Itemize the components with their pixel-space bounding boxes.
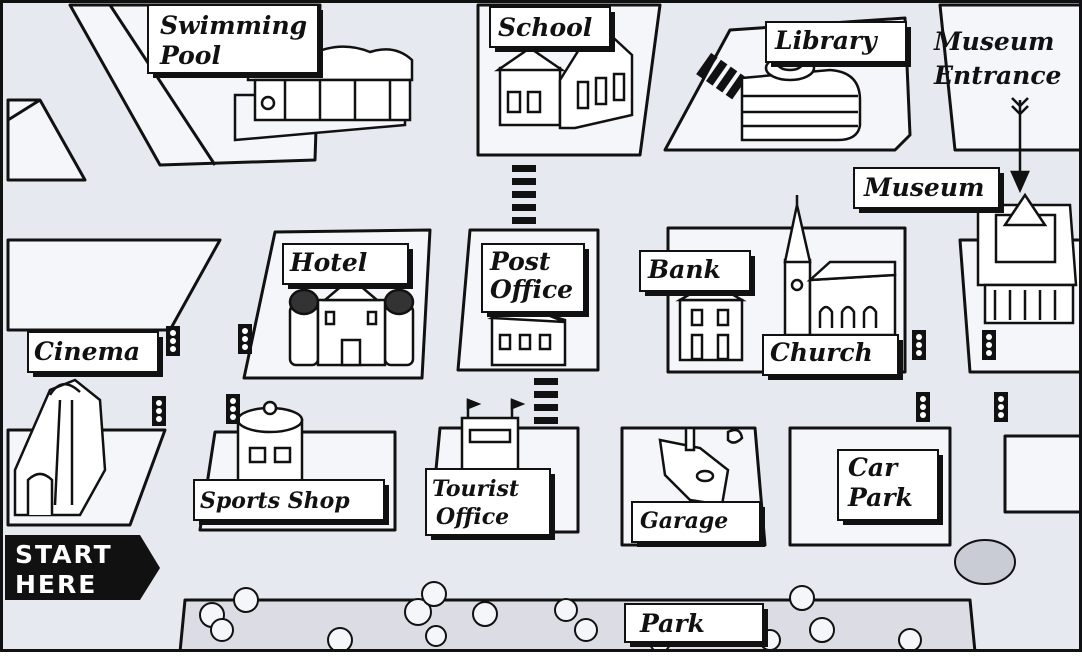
label-hotel: Hotel: [282, 243, 413, 289]
label-sports-shop-text: Sports Shop: [200, 488, 350, 514]
sports-shop-building: [236, 400, 304, 490]
pond-icon: [954, 539, 1016, 585]
start-here-line1: START: [15, 540, 113, 569]
label-car-park-line2: Park: [847, 483, 913, 512]
label-cinema-text: Cinema: [34, 337, 140, 366]
label-park: Park: [624, 603, 768, 647]
tree-icon: [472, 601, 498, 627]
traffic-light-icon: [152, 396, 166, 426]
traffic-light-icon: [166, 326, 180, 356]
label-garage-text: Garage: [640, 508, 728, 534]
start-here-marker[interactable]: START HERE: [5, 535, 160, 600]
label-park-text: Park: [639, 609, 705, 638]
library-building: [740, 54, 862, 142]
label-bank-text: Bank: [647, 255, 721, 284]
museum-building: [976, 192, 1078, 325]
label-museum: Museum: [853, 167, 1004, 213]
label-car-park: Car Park: [837, 449, 943, 525]
label-museum-entrance-line2: Entrance: [933, 61, 1061, 90]
traffic-light-icon: [982, 330, 996, 360]
traffic-light-icon: [238, 324, 252, 354]
block-museum-entrance: [938, 3, 1082, 152]
label-school: School: [489, 6, 615, 52]
traffic-light-icon: [912, 330, 926, 360]
school-building: [493, 28, 634, 130]
crosswalk-icon: [512, 165, 536, 224]
label-swimming-pool-line1: Swimming: [160, 11, 307, 40]
label-museum-entrance-line1: Museum: [933, 27, 1054, 56]
block-cinema: [6, 238, 222, 332]
label-museum-text: Museum: [863, 173, 984, 202]
traffic-light-icon: [916, 392, 930, 422]
hotel-building: [288, 276, 415, 367]
label-car-park-line1: Car: [848, 453, 899, 482]
label-post-office-line2: Office: [490, 275, 573, 304]
label-tourist-office: Tourist Office: [425, 468, 555, 540]
tree-icon: [233, 587, 259, 613]
label-sports-shop: Sports Shop: [193, 479, 389, 525]
label-library: Library: [765, 21, 911, 67]
label-garage: Garage: [631, 501, 765, 547]
label-church-text: Church: [770, 338, 873, 367]
block-right-lower: [1003, 434, 1082, 514]
cinema-building: [13, 378, 107, 517]
label-school-text: School: [498, 13, 592, 42]
label-post-office-line1: Post: [489, 247, 551, 276]
block-top-left-triangle: [6, 98, 87, 182]
label-church: Church: [762, 334, 903, 380]
label-library-text: Library: [774, 26, 878, 55]
label-tourist-office-line1: Tourist: [432, 476, 519, 502]
tree-icon: [327, 627, 353, 653]
tree-icon: [404, 581, 447, 647]
crosswalk-icon: [534, 378, 558, 424]
arrow-down-icon: [1010, 97, 1030, 194]
tree-icon: [789, 585, 835, 643]
label-swimming-pool: Swimming Pool: [147, 4, 323, 78]
label-cinema: Cinema: [27, 331, 163, 377]
label-hotel-text: Hotel: [289, 248, 367, 277]
tree-icon: [898, 628, 922, 652]
label-swimming-pool-line2: Pool: [159, 41, 221, 70]
garage-building: [658, 426, 744, 507]
traffic-light-icon: [994, 392, 1008, 422]
tourist-office-building: [460, 398, 526, 472]
traffic-lights: [152, 324, 1008, 426]
park-trees: [199, 581, 922, 653]
label-tourist-office-line2: Office: [436, 504, 509, 530]
church-building: [783, 195, 897, 337]
traffic-light-icon: [226, 394, 240, 424]
map-labels: Swimming Pool School Library Museum Entr…: [27, 4, 1061, 647]
tree-icon: [199, 602, 234, 642]
label-post-office: Post Office: [481, 243, 589, 317]
road-edges: [7, 4, 217, 166]
start-here-line2: HERE: [15, 570, 97, 599]
tree-icon: [554, 598, 598, 642]
label-bank: Bank: [639, 250, 755, 296]
